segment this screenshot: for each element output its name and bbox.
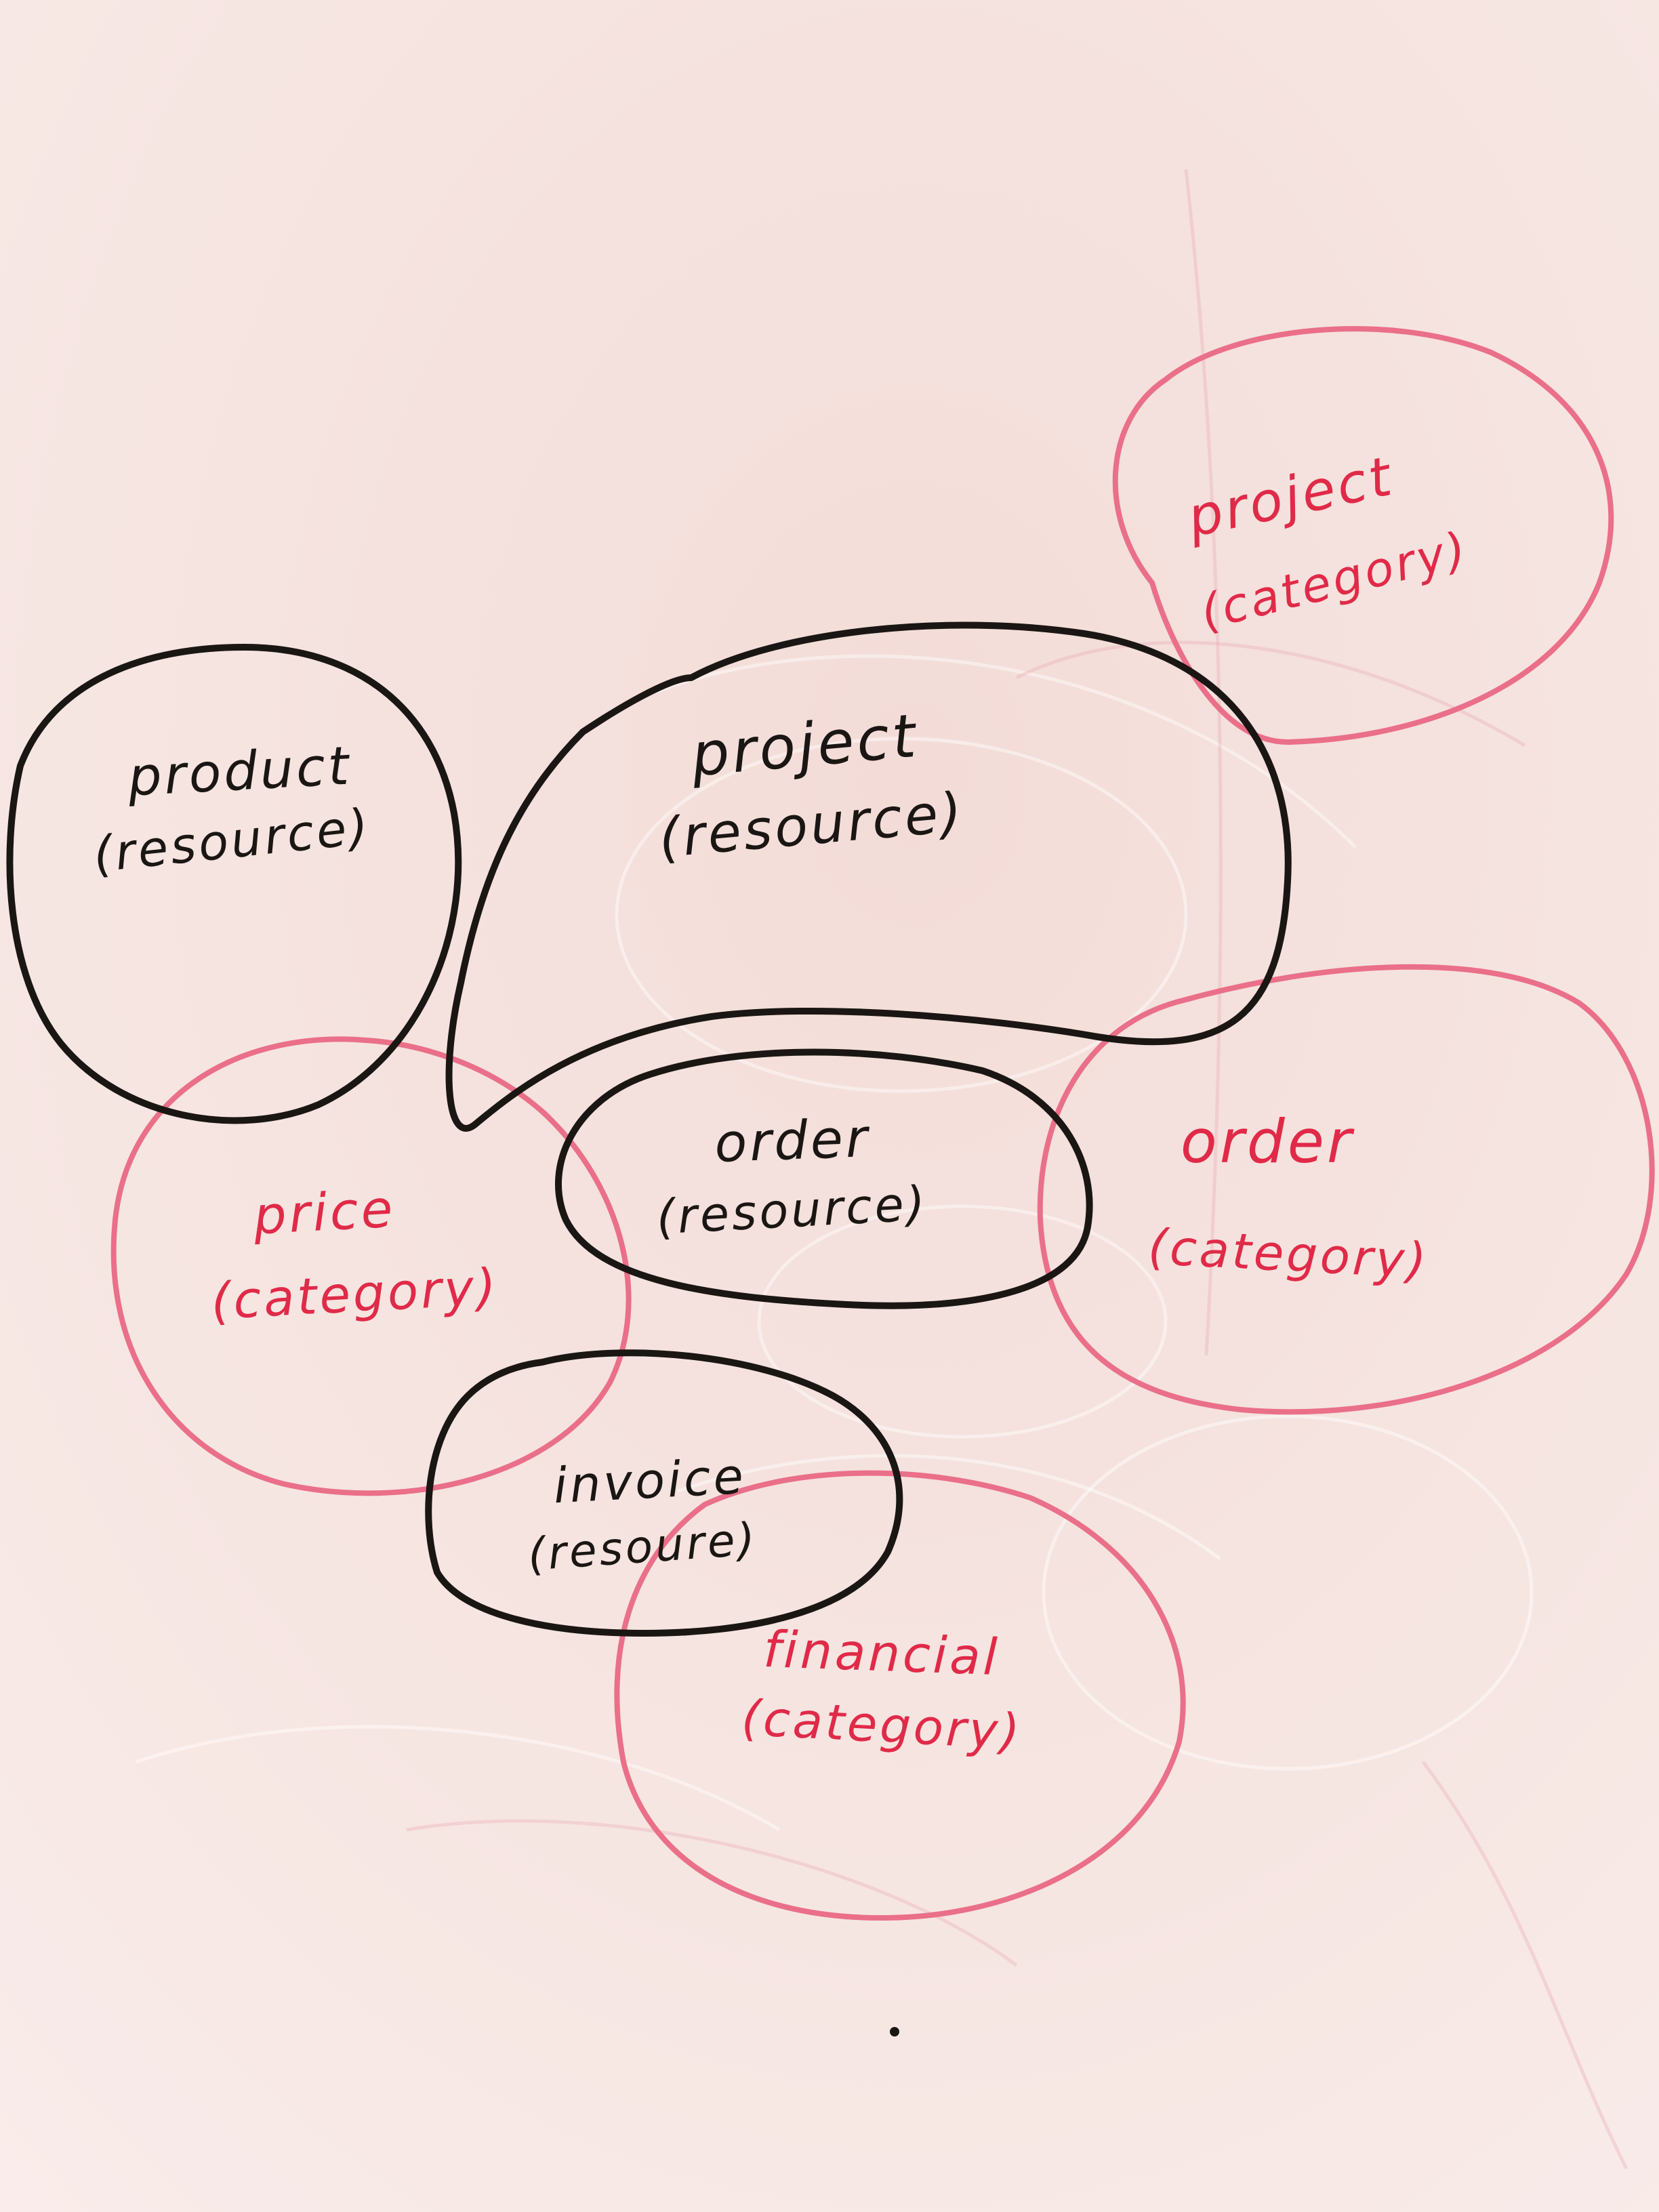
project-category-outline	[1112, 326, 1614, 745]
product-resource-outline	[6, 644, 462, 1124]
price-category-name: price	[251, 1179, 397, 1246]
financial-category-name: financial	[762, 1620, 1001, 1687]
product-resource-name: product	[126, 735, 353, 808]
order-resource-outline	[554, 1048, 1093, 1309]
pink-ghost-strokes	[406, 169, 1629, 2170]
project-resource-outline	[445, 621, 1292, 1132]
order-resource-node: order (resource)	[655, 1108, 929, 1245]
project-resource-node: project (resource)	[656, 701, 966, 870]
financial-category-node: financial (category)	[740, 1620, 1023, 1761]
product-resource-node: product (resource)	[91, 735, 373, 883]
erased-ghost-strokes	[135, 654, 1534, 1832]
financial-category-outline	[614, 1470, 1186, 1921]
order-category-name: order	[1181, 1107, 1355, 1176]
invoice-resource-outline	[425, 1349, 903, 1637]
marker-dot	[890, 2027, 899, 2036]
price-category-node: price (category)	[209, 1179, 500, 1331]
invoice-resource-name: invoice	[552, 1448, 747, 1515]
order-category-outline	[1037, 964, 1655, 1415]
order-resource-name: order	[714, 1108, 872, 1174]
price-category-outline	[110, 1036, 632, 1496]
